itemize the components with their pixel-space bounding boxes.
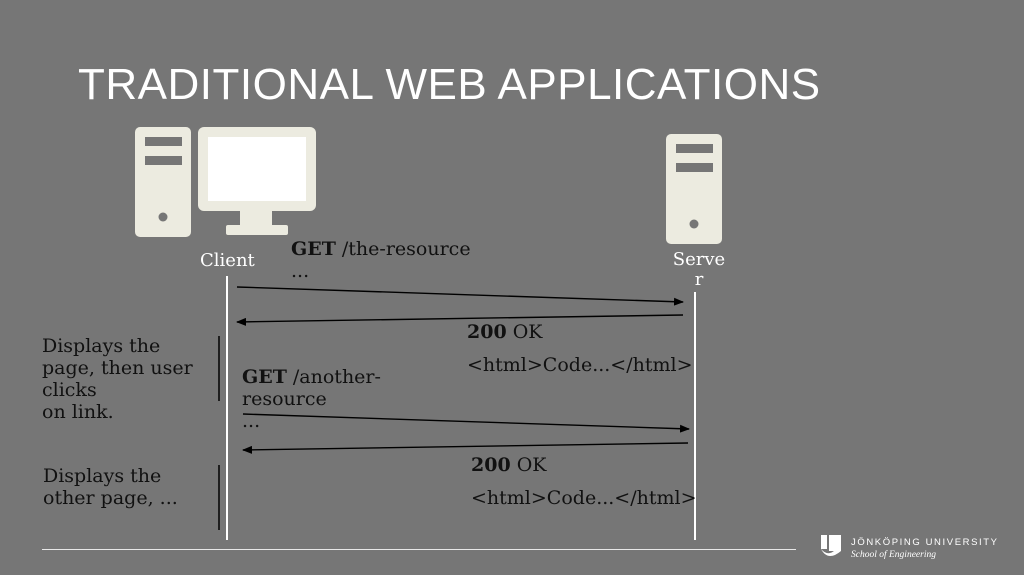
status-code: 200	[471, 454, 511, 476]
university-name: JÖNKÖPING UNIVERSITY	[851, 537, 999, 548]
status-code: 200	[467, 321, 507, 343]
request-path: /the-resource	[335, 238, 471, 260]
university-logo-icon	[821, 535, 841, 557]
client-monitor-icon	[198, 127, 316, 235]
response-body: <html>Code...</html>	[471, 487, 697, 509]
message-continuation: ...	[291, 260, 310, 282]
school-name: School of Engineering	[851, 550, 936, 560]
side-note: Displays the other page, ...	[43, 465, 178, 509]
response-message: 200 OK <html>Code...</html>	[467, 321, 693, 376]
footer-divider	[42, 549, 796, 550]
request-path: /another-	[286, 366, 381, 388]
server-label: Serve r	[672, 249, 726, 290]
request-message: GET /another- resource ...	[242, 366, 381, 432]
http-method: GET	[242, 366, 287, 388]
response-message: 200 OK <html>Code...</html>	[471, 454, 697, 509]
message-continuation: resource ...	[242, 388, 327, 432]
request-arrow	[236, 286, 684, 306]
server-tower-icon	[666, 134, 722, 244]
response-body: <html>Code...</html>	[467, 354, 693, 376]
client-label: Client	[200, 250, 255, 271]
client-tower-icon	[135, 127, 191, 237]
request-message: GET /the-resource ...	[291, 238, 471, 282]
response-arrow	[236, 314, 684, 326]
side-note: Displays the page, then user clicks on l…	[42, 335, 193, 423]
slide-title: TRADITIONAL WEB APPLICATIONS	[78, 60, 821, 109]
http-method: GET	[291, 238, 336, 260]
request-arrow	[242, 413, 690, 433]
status-text: OK	[510, 454, 547, 476]
status-text: OK	[506, 321, 543, 343]
response-arrow	[242, 442, 689, 454]
